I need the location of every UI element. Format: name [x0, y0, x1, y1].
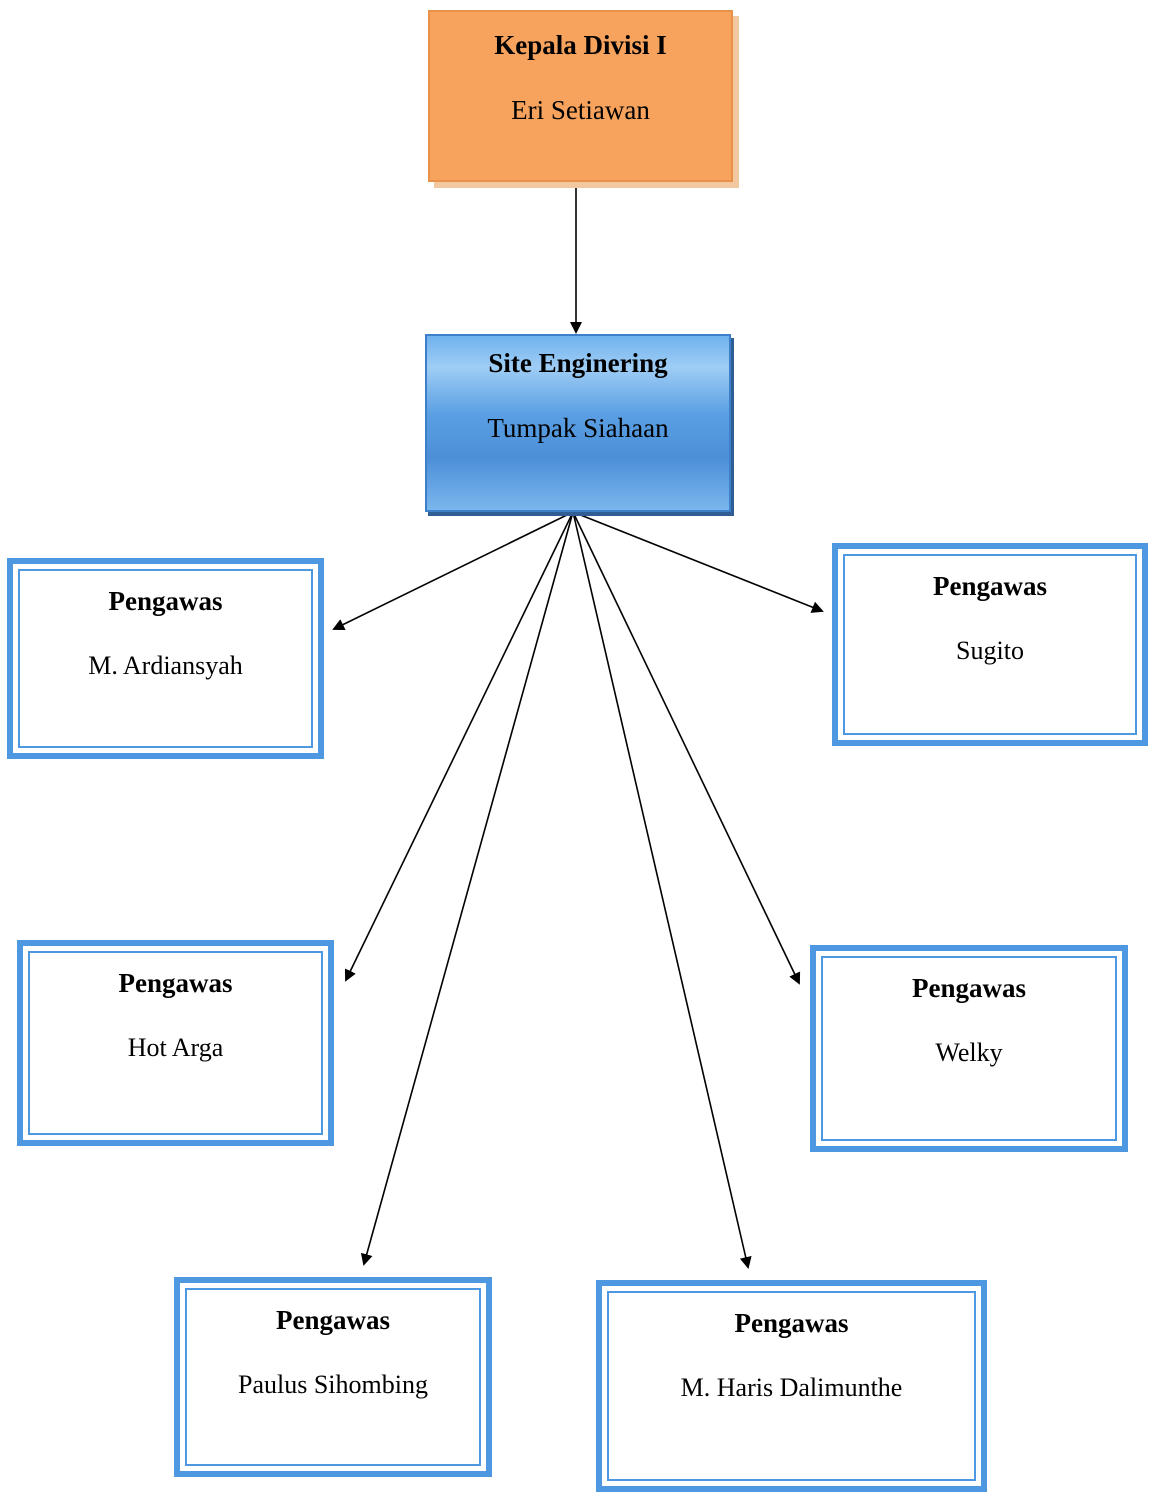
node-role: Kepala Divisi I [494, 30, 667, 60]
node-pengawas-ardiansyah: Pengawas M. Ardiansyah [7, 558, 324, 759]
node-name: Sugito [956, 636, 1024, 665]
node-role: Site Enginering [488, 348, 668, 378]
node-role: Pengawas [108, 586, 223, 616]
node-name: M. Ardiansyah [88, 651, 243, 680]
node-role: Pengawas [118, 968, 233, 998]
edge-site-to-welky [572, 511, 801, 985]
node-name: Welky [935, 1038, 1003, 1067]
node-role: Pengawas [276, 1305, 390, 1335]
node-pengawas-hot-arga: Pengawas Hot Arga [17, 940, 334, 1146]
node-name: Hot Arga [127, 1033, 224, 1062]
node-name: Tumpak Siahaan [487, 413, 669, 443]
edge-site-to-sugito [572, 511, 824, 613]
node-pengawas-welky: Pengawas Welky [810, 945, 1128, 1152]
node-role: Pengawas [933, 571, 1047, 601]
node-name: Paulus Sihombing [238, 1370, 428, 1399]
node-pengawas-paulus: Pengawas Paulus Sihombing [174, 1277, 492, 1477]
node-role: Pengawas [734, 1308, 849, 1338]
node-pengawas-haris: Pengawas M. Haris Dalimunthe [596, 1280, 987, 1492]
node-site-engineering: Site Enginering Tumpak Siahaan [425, 334, 731, 512]
edge-site-to-hotarga [344, 511, 574, 982]
node-name: M. Haris Dalimunthe [680, 1373, 903, 1402]
node-name: Eri Setiawan [511, 95, 650, 125]
node-kepala-divisi: Kepala Divisi I Eri Setiawan [428, 10, 733, 182]
edge-site-to-paulus [360, 511, 574, 1266]
node-pengawas-sugito: Pengawas Sugito [832, 543, 1148, 746]
edge-site-to-haris [572, 511, 752, 1269]
node-role: Pengawas [912, 973, 1026, 1003]
edge-site-to-ardiansyah [332, 511, 574, 630]
